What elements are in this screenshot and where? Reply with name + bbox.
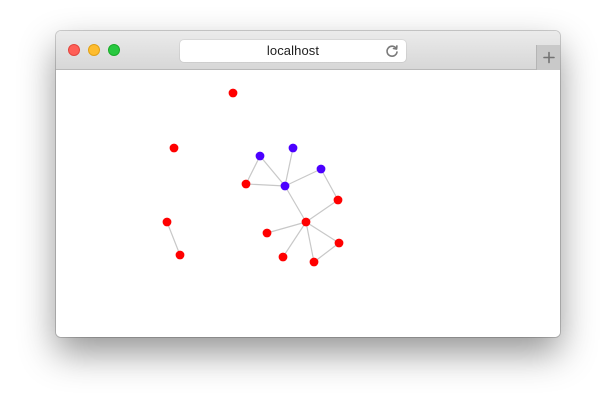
graph-node[interactable] bbox=[288, 143, 298, 153]
reload-icon[interactable] bbox=[384, 43, 400, 59]
graph-edge bbox=[245, 155, 261, 185]
graph-edge bbox=[245, 183, 286, 187]
graph-node[interactable] bbox=[228, 88, 238, 98]
address-bar[interactable]: localhost bbox=[180, 40, 406, 62]
graph-edge bbox=[284, 147, 294, 187]
graph-edge bbox=[259, 155, 286, 187]
graph-edge bbox=[166, 221, 181, 256]
graph-node[interactable] bbox=[262, 228, 272, 238]
graph-edge bbox=[282, 221, 307, 258]
new-tab-button[interactable] bbox=[536, 45, 560, 70]
close-window-button[interactable] bbox=[68, 44, 80, 56]
graph-node[interactable] bbox=[309, 257, 319, 267]
minimize-window-button[interactable] bbox=[88, 44, 100, 56]
zoom-window-button[interactable] bbox=[108, 44, 120, 56]
plus-icon bbox=[543, 51, 555, 64]
graph-node[interactable] bbox=[334, 238, 344, 248]
page-content bbox=[56, 70, 560, 337]
graph-node[interactable] bbox=[255, 151, 265, 161]
graph-edge bbox=[284, 168, 322, 187]
graph-node[interactable] bbox=[162, 217, 172, 227]
graph-node[interactable] bbox=[278, 252, 288, 262]
graph-node[interactable] bbox=[175, 250, 185, 260]
address-text: localhost bbox=[266, 43, 320, 58]
graph-node[interactable] bbox=[333, 195, 343, 205]
graph-edge bbox=[305, 221, 315, 263]
graph-edge bbox=[305, 199, 339, 223]
network-graph bbox=[162, 88, 344, 267]
graph-node[interactable] bbox=[301, 217, 311, 227]
graph-node[interactable] bbox=[316, 164, 326, 174]
browser-window: localhost bbox=[56, 31, 560, 337]
graph-edge bbox=[320, 168, 339, 201]
graph-edge bbox=[266, 221, 307, 234]
graph-node[interactable] bbox=[169, 143, 179, 153]
graph-edge bbox=[284, 185, 307, 223]
browser-titlebar: localhost bbox=[56, 31, 560, 70]
graph-edge bbox=[305, 221, 340, 244]
graph-node[interactable] bbox=[280, 181, 290, 191]
graph-edge bbox=[313, 242, 340, 263]
graph-node[interactable] bbox=[241, 179, 251, 189]
